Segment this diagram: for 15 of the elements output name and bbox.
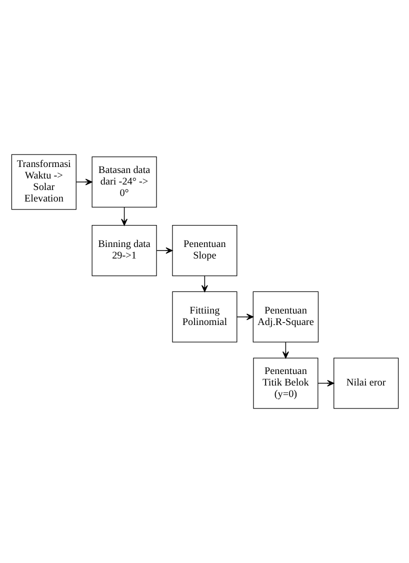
arrow: [120, 207, 128, 226]
arrow: [75, 178, 92, 186]
node-box: Binning data 29->1: [91, 225, 156, 276]
arrow: [200, 275, 208, 292]
node-box: Fittiing Polinomial: [172, 291, 237, 342]
node-box: Penentuan Adj.R-Square: [252, 291, 318, 342]
arrow: [236, 314, 254, 320]
arrow: [156, 247, 172, 254]
node-box: Batasan data dari -24° -> 0°: [91, 156, 156, 208]
node-box: Transformasi Waktu -> Solar Elevation: [10, 154, 76, 210]
arrow: [317, 380, 334, 386]
node-box: Nilai eror: [333, 358, 398, 409]
node-box: Penentuan Slope: [172, 225, 237, 276]
arrow: [282, 342, 288, 358]
node-box: Penentuan Titik Belok (y=0): [252, 358, 318, 409]
